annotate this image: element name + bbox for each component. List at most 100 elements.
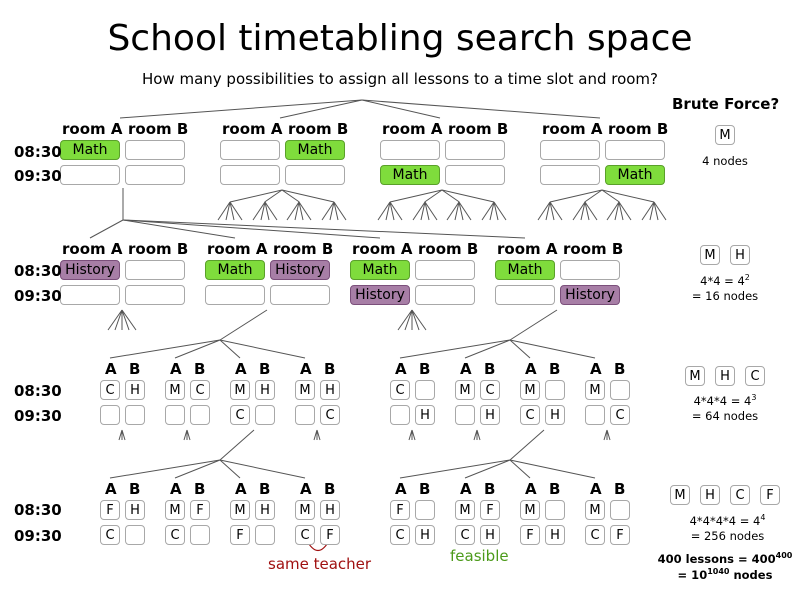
room-a-label: A [235, 480, 247, 498]
room-a-label: A [300, 480, 312, 498]
empty-slot [60, 165, 120, 185]
room-b-label: room B [128, 240, 189, 258]
empty-slot [125, 525, 145, 545]
bf-row4-formula: 4*4*4*4 = 44 [689, 513, 766, 528]
time-label-time2: 09:30 [14, 287, 62, 305]
lesson-math: Math [60, 140, 120, 160]
room-b-label: room B [563, 240, 624, 258]
time-label-time2: 09:30 [14, 407, 62, 425]
room-b-label: B [484, 480, 496, 498]
room-b-label: B [614, 360, 626, 378]
lesson-history: H [320, 500, 340, 520]
empty-slot [545, 500, 565, 520]
time-label-time2: 09:30 [14, 527, 62, 545]
time-label-time1: 08:30 [14, 501, 62, 519]
lesson-math: M [295, 500, 315, 520]
bf-row2-count: = 16 nodes [691, 289, 759, 303]
room-b-label: B [549, 480, 561, 498]
lesson-math: M [165, 500, 185, 520]
empty-slot [415, 500, 435, 520]
lesson-math: Math [285, 140, 345, 160]
lesson-history: History [560, 285, 620, 305]
lesson-physics: F [520, 525, 540, 545]
lesson-history: H [415, 525, 435, 545]
room-b-label: B [129, 480, 141, 498]
room-a-label: A [235, 360, 247, 378]
room-a-label: room A [497, 240, 558, 258]
empty-slot [125, 405, 145, 425]
empty-slot [455, 405, 475, 425]
empty-slot [125, 140, 185, 160]
empty-slot [445, 140, 505, 160]
lesson-math: Math [605, 165, 665, 185]
room-a-label: room A [207, 240, 268, 258]
lesson-math: Math [495, 260, 555, 280]
bf-row4-count: = 256 nodes [690, 529, 765, 543]
lesson-history: H [255, 500, 275, 520]
lesson-math: M [455, 380, 475, 400]
bf-row3-formula: 4*4*4 = 43 [693, 393, 757, 408]
room-b-label: room B [608, 120, 669, 138]
room-b-label: B [194, 480, 206, 498]
lesson-chemistry: C [295, 525, 315, 545]
bf-row1-count: 4 nodes [702, 154, 748, 168]
legend-math: M [685, 366, 705, 386]
room-b-label: B [194, 360, 206, 378]
empty-slot [295, 405, 315, 425]
empty-slot [380, 140, 440, 160]
lesson-physics: F [480, 500, 500, 520]
empty-slot [255, 405, 275, 425]
lesson-history: H [545, 525, 565, 545]
page-title: School timetabling search space [107, 18, 693, 59]
empty-slot [100, 405, 120, 425]
lesson-chemistry: C [165, 525, 185, 545]
room-b-label: B [324, 360, 336, 378]
bf-row2-formula: 4*4 = 42 [700, 273, 750, 288]
lesson-history: History [350, 285, 410, 305]
empty-slot [560, 260, 620, 280]
lesson-math: M [520, 500, 540, 520]
empty-slot [415, 260, 475, 280]
room-b-label: B [614, 480, 626, 498]
lesson-history: H [545, 405, 565, 425]
empty-slot [205, 285, 265, 305]
room-b-label: B [549, 360, 561, 378]
lesson-chemistry: C [585, 525, 605, 545]
room-a-label: A [395, 360, 407, 378]
legend-math: M [715, 125, 735, 145]
lesson-chemistry: C [190, 380, 210, 400]
room-b-label: B [419, 360, 431, 378]
bf-row3-count: = 64 nodes [691, 409, 759, 423]
room-a-label: A [590, 360, 602, 378]
legend-math: M [700, 245, 720, 265]
empty-slot [165, 405, 185, 425]
empty-slot [60, 285, 120, 305]
bf-final-formula: 400 lessons = 400400 [657, 551, 793, 566]
lesson-history: H [480, 405, 500, 425]
lesson-math: M [230, 500, 250, 520]
lesson-math: M [455, 500, 475, 520]
lesson-history: H [125, 500, 145, 520]
empty-slot [540, 140, 600, 160]
room-a-label: A [105, 480, 117, 498]
lesson-chemistry: C [100, 525, 120, 545]
room-b-label: room B [128, 120, 189, 138]
empty-slot [415, 380, 435, 400]
brute-force-title: Brute Force? [672, 95, 780, 113]
lesson-history: H [125, 380, 145, 400]
bf-final-count: = 101040 nodes [677, 567, 773, 582]
legend-history: H [730, 245, 750, 265]
lesson-chemistry: C [480, 380, 500, 400]
room-a-label: room A [542, 120, 603, 138]
room-a-label: A [105, 360, 117, 378]
empty-slot [495, 285, 555, 305]
room-a-label: room A [222, 120, 283, 138]
lesson-math: M [230, 380, 250, 400]
empty-slot [190, 405, 210, 425]
lesson-chemistry: C [610, 405, 630, 425]
empty-slot [125, 285, 185, 305]
room-b-label: room B [448, 120, 509, 138]
empty-slot [255, 525, 275, 545]
lesson-chemistry: C [520, 405, 540, 425]
